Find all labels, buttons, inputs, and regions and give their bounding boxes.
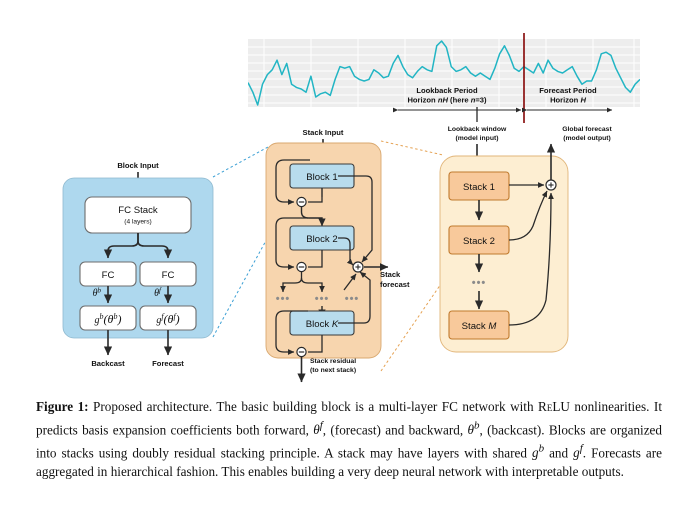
fc-stack-sublabel: (4 layers) [124, 219, 151, 226]
connector-lines [212, 140, 444, 372]
stack-panel: Stack Input Block 1 Block 2 ••• ••• ••• … [265, 128, 410, 383]
block-2-residual-bypass [275, 217, 308, 270]
theta-b-label: θb [93, 287, 102, 300]
forecast-label: Forecast [152, 359, 184, 368]
forecast-horizon-label: Horizon H [550, 96, 586, 105]
block-panel: Block Input FC Stack (4 layers) FC FC θb… [62, 161, 214, 368]
backcast-label: Backcast [91, 359, 125, 368]
ellipsis-forecast-to-sum [343, 273, 357, 291]
fc-backward-label: FC [102, 270, 115, 281]
model-panel: Lookback window (model input) Global for… [439, 107, 612, 353]
lookback-window-label-1: Lookback window [448, 126, 507, 133]
lookback-horizon-label: Horizon nH (here n=3) [407, 96, 487, 105]
stack-forecast-label-2: forecast [380, 280, 410, 289]
global-forecast-label-1: Global forecast [562, 126, 612, 133]
orange-dashed-connector-top [380, 140, 444, 156]
lookback-window-label-2: (model input) [455, 135, 498, 142]
blue-dashed-connector-top [212, 146, 269, 178]
fc-forward-label: FC [162, 270, 175, 281]
stack-block-1-label: Block 1 [306, 172, 337, 183]
figure-caption: Figure 1: Proposed architecture. The bas… [36, 398, 662, 481]
stack-2-forecast-to-sum [508, 190, 548, 241]
timeseries-gridlines [248, 39, 640, 107]
block-1-residual-bypass [275, 159, 310, 205]
global-forecast-label-2: (model output) [563, 135, 611, 142]
figure-caption-text: Figure 1: Proposed architecture. The bas… [36, 399, 663, 479]
block-2-forecast-to-sum [338, 237, 354, 266]
blue-dashed-connector-bottom [212, 236, 269, 338]
g-backward-label: gb(θb) [95, 312, 122, 326]
stack-input-label: Stack Input [303, 128, 344, 137]
forecast-period-label: Forecast Period [539, 86, 597, 95]
block-k-forecast-to-sum [338, 271, 371, 324]
model-stack-m-label: Stack M [462, 321, 497, 332]
timeseries-line [248, 40, 640, 106]
block-2-backcast-to-node [308, 250, 323, 268]
stack-residual-1-to-block-2 [300, 207, 326, 227]
brace-right-branch [137, 233, 173, 259]
timeseries-panel: Lookback Period Horizon nH (here n=3) Fo… [248, 33, 640, 123]
stack-residual-label-1: Stack residual [310, 358, 356, 365]
orange-dashed-connector-bottom [380, 280, 444, 372]
stack-ellipsis-mid: ••• [315, 293, 330, 305]
lookback-period-label: Lookback Period [416, 86, 478, 95]
ellipsis-branch-right [300, 277, 325, 293]
stack-residual-label-2: (to next stack) [310, 367, 356, 374]
model-stack-1-label: Stack 1 [463, 182, 495, 193]
model-stack-2-label: Stack 2 [463, 236, 495, 247]
block-k-residual-bypass [275, 310, 308, 355]
theta-f-label: θf [154, 287, 162, 300]
stack-block-2-label: Block 2 [306, 234, 337, 245]
stack-block-k-label: Block K [306, 319, 339, 330]
stack-ellipsis-left: ••• [276, 293, 291, 305]
fc-stack-label: FC Stack [118, 205, 158, 216]
stack-forecast-label-1: Stack [380, 270, 401, 279]
block-input-label: Block Input [117, 161, 159, 170]
model-ellipsis: ••• [472, 277, 487, 289]
block-k-backcast-to-node [308, 335, 323, 353]
g-forward-label: gf(θf) [156, 312, 179, 326]
block-1-forecast-to-sum [338, 175, 373, 263]
block-1-backcast-to-node [308, 197, 323, 203]
stack-m-forecast-to-sum [508, 192, 554, 326]
stack-ellipsis-right: ••• [345, 293, 360, 305]
